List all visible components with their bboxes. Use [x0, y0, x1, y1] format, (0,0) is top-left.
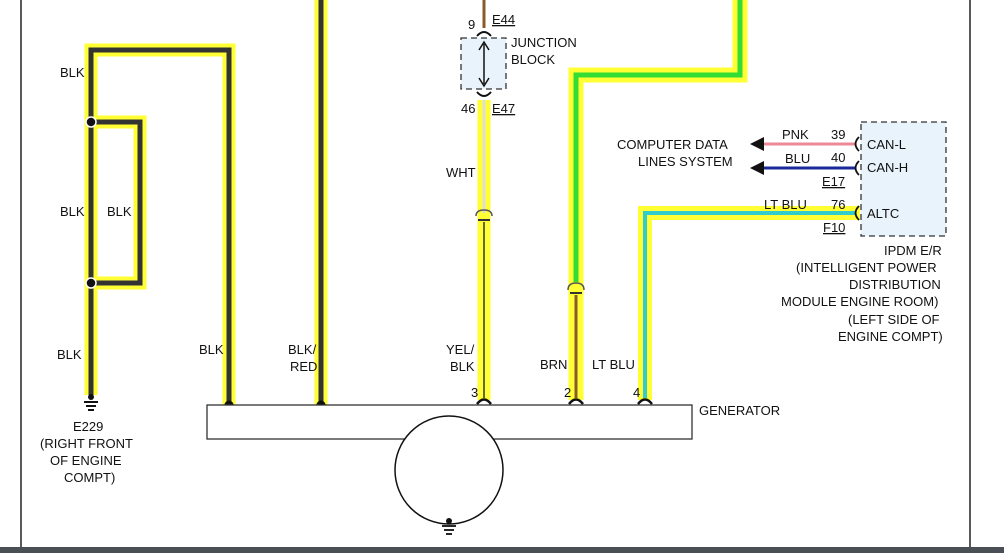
inline-connector-upper-icon: [475, 209, 493, 217]
ground-circuit: BLK BLK BLK BLK BLK E229 (RIGHT FRONT OF…: [40, 43, 236, 485]
brown-wire-group: BRN: [540, 0, 748, 400]
junction-arrow-down-icon: [478, 77, 490, 88]
wire-label-left-top: BLK: [60, 65, 85, 80]
wire-label-yelblk-2: BLK: [450, 359, 475, 374]
ground-connector-label: E229: [73, 419, 103, 434]
ipdm-title-4: MODULE ENGINE ROOM): [781, 294, 938, 309]
junction-pin-top: 9: [468, 17, 475, 32]
ipdm-connector-f10: F10: [823, 220, 845, 235]
ipdm-box: [860, 121, 947, 237]
ground-location-line3: COMPT): [64, 470, 115, 485]
bottom-toolbar-strip: [0, 547, 1004, 553]
generator-pin-3: 3: [471, 385, 478, 400]
ground-location-line2: OF ENGINE: [50, 453, 122, 468]
ipdm-title-5: (LEFT SIDE OF: [848, 312, 940, 327]
data-lines-label-2: LINES SYSTEM: [638, 154, 733, 169]
data-lines-label-1: COMPUTER DATA: [617, 137, 728, 152]
junction-connector-top: E44: [492, 12, 515, 27]
ipdm-can-l-label: CAN-L: [867, 137, 906, 152]
generator-circle: [394, 415, 504, 525]
ltblu-wire: [643, 211, 856, 398]
ipdm-pin-can-h: 40: [831, 150, 845, 165]
ground-wire: [88, 47, 232, 405]
generator-pin-4: 4: [633, 385, 640, 400]
wire-label-blkred-2: RED: [290, 359, 317, 374]
ipdm-title-1: IPDM E/R: [884, 243, 942, 258]
generator-label: GENERATOR: [699, 403, 780, 418]
brown-inline-connector-icon: [567, 282, 585, 291]
ipdm-pin-can-l: 39: [831, 127, 845, 142]
wire-label-left-bottom: BLK: [57, 347, 82, 362]
ipdm-pin-40-connector-icon: [854, 160, 860, 176]
splice-dot-upper: [85, 116, 97, 128]
generator-pin-4-connector-icon: [637, 398, 653, 405]
wire-label-wht: WHT: [446, 165, 476, 180]
junction-bottom-connector-icon: [476, 91, 492, 97]
blk-red-wire-group: BLK/ RED: [288, 0, 328, 410]
ltblu-wire-group: LT BLU LT BLU: [592, 197, 860, 400]
green-wire: [573, 0, 743, 282]
wire-label-yelblk-1: YEL/: [446, 342, 475, 357]
wire-label-left-mid-a: BLK: [60, 204, 85, 219]
ground-loop-highlight: [91, 115, 147, 290]
ipdm-pin-39-connector-icon: [854, 136, 860, 152]
generator-pin-3-connector-icon: [476, 398, 492, 405]
ipdm-connector-e17: E17: [822, 174, 845, 189]
junction-label-1: JUNCTION: [511, 35, 577, 50]
generator: 3 2 4 GENERATOR: [206, 385, 780, 535]
generator-pin-2: 2: [564, 385, 571, 400]
junction-connector-bottom: E47: [492, 101, 515, 116]
arrow-left-icon-pnk: [750, 137, 764, 151]
wire-label-pnk: PNK: [782, 127, 809, 142]
ground-location-line1: (RIGHT FRONT: [40, 436, 133, 451]
ipdm-title-3: DISTRIBUTION: [849, 277, 941, 292]
generator-pin-2-connector-icon: [568, 398, 584, 405]
wire-label-ltblu-ipdm: LT BLU: [764, 197, 807, 212]
wire-label-ltblu-gen: LT BLU: [592, 357, 635, 372]
green-yellow-highlight: [568, 0, 748, 400]
wire-label-gen-blk: BLK: [199, 342, 224, 357]
wire-label-blkred-1: BLK/: [288, 342, 317, 357]
ipdm-can-h-label: CAN-H: [867, 160, 908, 175]
junction-label-2: BLOCK: [511, 52, 555, 67]
ground-icon: [84, 394, 98, 411]
junction-arrow-up-icon: [478, 40, 490, 51]
ground-loop-wire: [91, 119, 143, 286]
wire-label-blu: BLU: [785, 151, 810, 166]
ipdm-altc-label: ALTC: [867, 206, 899, 221]
wire-label-left-mid-b: BLK: [107, 204, 132, 219]
ipdm-pin-76-connector-icon: [854, 205, 860, 221]
ipdm-module: 39 40 76 CAN-L CAN-H ALTC E17 F10 IPDM E…: [781, 121, 947, 344]
ipdm-title-2: (INTELLIGENT POWER: [796, 260, 937, 275]
generator-ground-icon: [442, 518, 456, 535]
splice-dot-lower: [85, 277, 97, 289]
arrow-left-icon-blu: [750, 161, 764, 175]
ipdm-title-6: ENGINE COMPT): [838, 329, 943, 344]
junction-top-connector-icon: [476, 31, 492, 37]
data-lines-group: COMPUTER DATA LINES SYSTEM PNK BLU: [617, 127, 856, 175]
junction-pin-bottom: 46: [461, 101, 475, 116]
junction-block-group: 9 E44 JUNCTION BLOCK 46 E47 WHT YEL/ BLK: [446, 0, 577, 400]
wire-label-brn: BRN: [540, 357, 567, 372]
ipdm-pin-altc: 76: [831, 197, 845, 212]
